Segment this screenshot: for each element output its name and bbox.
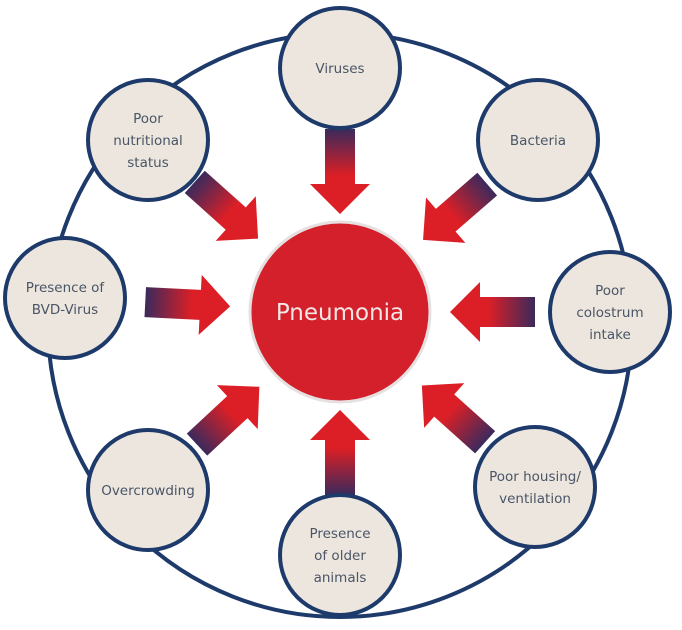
factor-label: Presence of xyxy=(26,280,106,296)
factor-label: Viruses xyxy=(315,61,364,77)
factor-circle xyxy=(3,236,127,360)
factor-circle xyxy=(278,493,402,617)
arrow-poor-nutritional-status xyxy=(184,170,259,241)
arrow-bacteria xyxy=(423,172,498,243)
center-label: Pneumonia xyxy=(276,300,404,326)
factor-label: ventilation xyxy=(499,491,571,507)
factor-circle xyxy=(86,78,210,202)
factor-node-bacteria: Bacteria xyxy=(476,78,600,202)
factor-circle xyxy=(86,428,210,552)
factor-node-presence-of-bvd-virus: Presence of BVD-Virus xyxy=(3,236,127,360)
factor-label: Poor xyxy=(133,111,163,127)
factor-circle xyxy=(476,78,600,202)
arrow-poor-housing-ventilation xyxy=(421,383,496,454)
factor-node-viruses: Viruses xyxy=(278,6,402,130)
factor-label: intake xyxy=(589,327,631,343)
factor-circle xyxy=(278,6,402,130)
factor-circle xyxy=(548,250,672,374)
factor-label: Poor xyxy=(595,283,625,299)
factor-label: Overcrowding xyxy=(101,483,195,499)
factor-circle xyxy=(473,425,597,549)
factor-node-overcrowding: Overcrowding xyxy=(86,428,210,552)
factor-label: Poor housing/ xyxy=(489,469,581,485)
factor-label: nutritional xyxy=(113,133,183,149)
arrow-poor-colostrum-intake xyxy=(450,282,535,342)
factor-label: colostrum xyxy=(576,305,643,321)
factor-label: Presence xyxy=(309,526,370,542)
arrow-overcrowding xyxy=(186,385,260,456)
factor-node-poor-nutritional-status: Poor nutritional status xyxy=(86,78,210,202)
arrow-presence-of-older-animals xyxy=(310,410,370,495)
factor-node-poor-housing-ventilation: Poor housing/ventilation xyxy=(473,425,597,549)
factor-node-presence-of-older-animals: Presence of older animals xyxy=(278,493,402,617)
arrow-viruses xyxy=(310,129,370,214)
arrow-presence-of-bvd-virus xyxy=(144,274,231,335)
center-node: Pneumonia xyxy=(248,220,432,404)
factor-label: BVD-Virus xyxy=(32,302,98,318)
factor-node-poor-colostrum-intake: Poor colostrum intake xyxy=(548,250,672,374)
factor-label: Bacteria xyxy=(510,133,566,149)
factor-label: animals xyxy=(314,570,367,586)
factor-label: of older xyxy=(314,548,366,564)
factor-label: status xyxy=(127,155,168,171)
